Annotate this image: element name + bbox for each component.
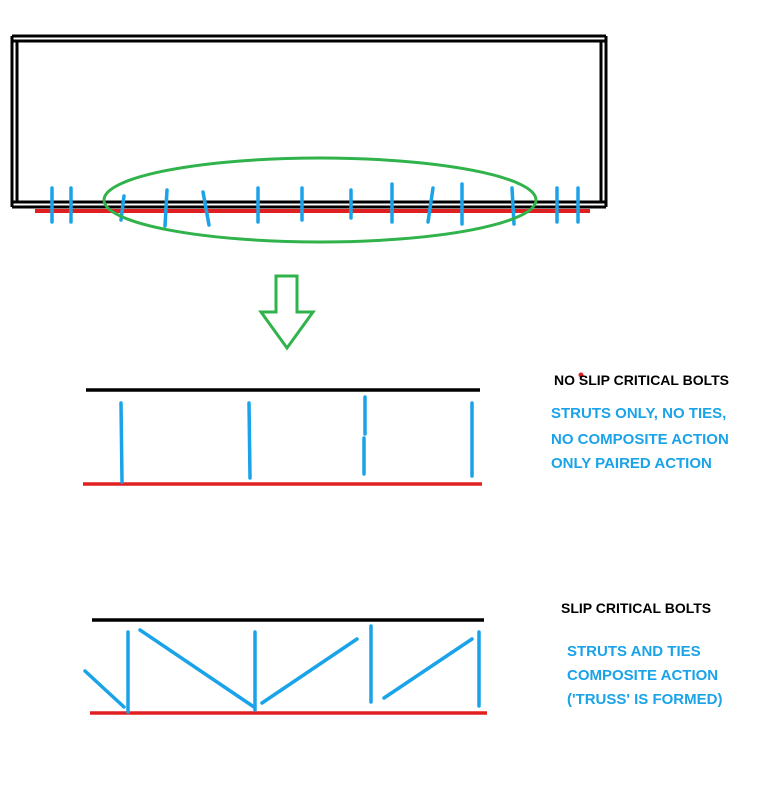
no-slip-title: NO SLIP CRITICAL BOLTS [554, 372, 730, 388]
slip-note-1: STRUTS AND TIES [567, 643, 701, 660]
down-arrow-icon [258, 274, 316, 351]
no-slip-struts [119, 395, 474, 484]
beam-elevation [10, 34, 608, 209]
slip-note-2: COMPOSITE ACTION [567, 667, 719, 684]
bolt-marks-top [50, 182, 580, 228]
red-dot [578, 372, 584, 378]
no-slip-note-1: STRUTS ONLY, NO TIES, [551, 405, 727, 422]
slip-truss-members [83, 624, 481, 714]
highlight-ellipse [102, 156, 538, 244]
slip-title: SLIP CRITICAL BOLTS [561, 600, 712, 616]
no-slip-note-3: ONLY PAIRED ACTION [551, 455, 712, 472]
no-slip-note-2: NO COMPOSITE ACTION [551, 431, 729, 448]
slip-note-3: ('TRUSS' IS FORMED) [567, 691, 723, 708]
